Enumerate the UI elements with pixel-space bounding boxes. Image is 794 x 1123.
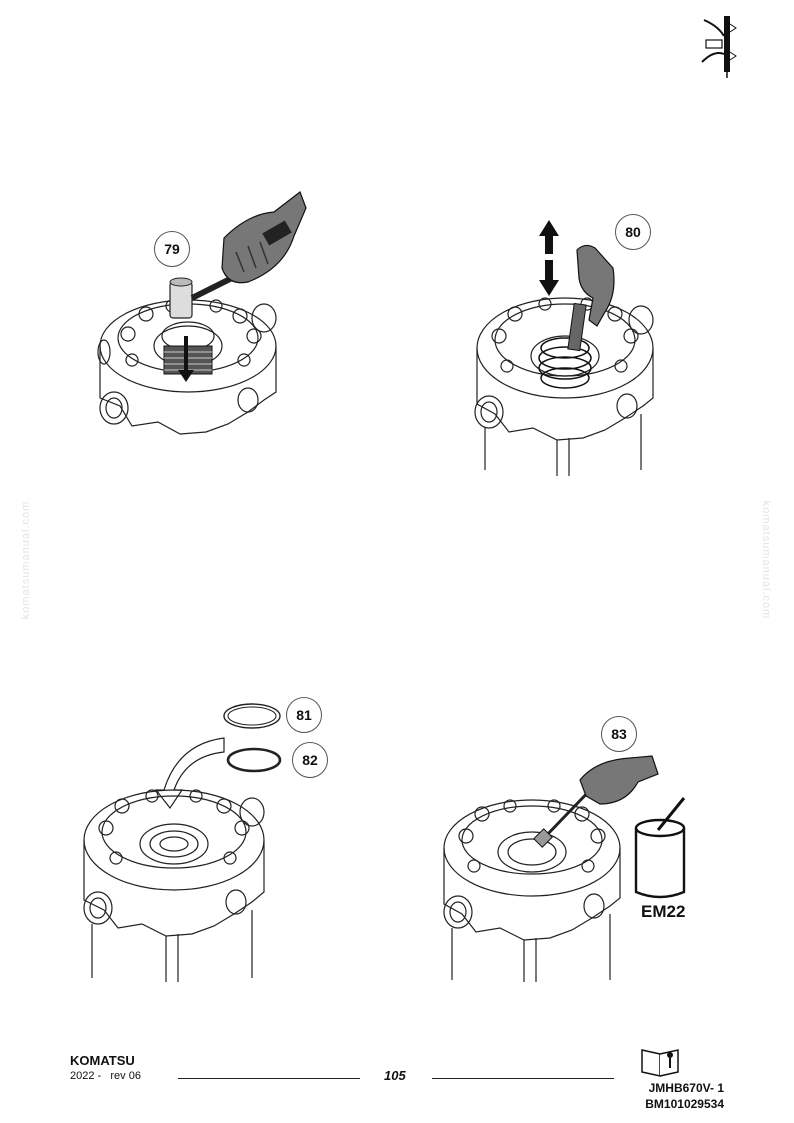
figure-step-80 xyxy=(474,220,654,476)
watermark-right: komatsumanual.com xyxy=(760,500,772,620)
footer-rule-left xyxy=(178,1078,360,1079)
watermark-left: komatsumanual.com xyxy=(20,500,32,620)
document-code: JMHB670V- 1 BM101029534 xyxy=(612,1080,724,1112)
document-code-line2: BM101029534 xyxy=(645,1097,724,1111)
step-83-callout: 83 xyxy=(601,716,637,752)
step-81-number: 81 xyxy=(296,707,312,723)
document-code-line1: JMHB670V- 1 xyxy=(648,1081,724,1095)
figure-step-81-82 xyxy=(83,703,282,982)
step-83-number: 83 xyxy=(611,726,627,742)
footer-rule-right xyxy=(432,1078,614,1079)
step-82-number: 82 xyxy=(302,752,318,768)
grease-can-icon xyxy=(634,797,686,899)
step-82-callout: 82 xyxy=(292,742,328,778)
footer-revision: 2022 - rev 06 xyxy=(70,1070,141,1082)
figure-step-79 xyxy=(97,191,307,435)
manual-book-icon xyxy=(641,1049,679,1077)
step-79-callout: 79 xyxy=(154,231,190,267)
brush-hand-icon xyxy=(533,755,659,848)
step-79-number: 79 xyxy=(164,241,180,257)
hydraulic-section-icon xyxy=(701,16,737,78)
footer-brand: KOMATSU xyxy=(70,1053,135,1068)
step-80-number: 80 xyxy=(625,224,641,240)
figure-step-83 xyxy=(443,755,686,982)
step-80-callout: 80 xyxy=(615,214,651,250)
hammer-hand-icon xyxy=(221,191,307,284)
product-label-em22: EM22 xyxy=(641,902,686,921)
step-81-callout: 81 xyxy=(286,697,322,733)
page-number: 105 xyxy=(384,1068,406,1083)
finger-push-icon xyxy=(567,244,615,352)
